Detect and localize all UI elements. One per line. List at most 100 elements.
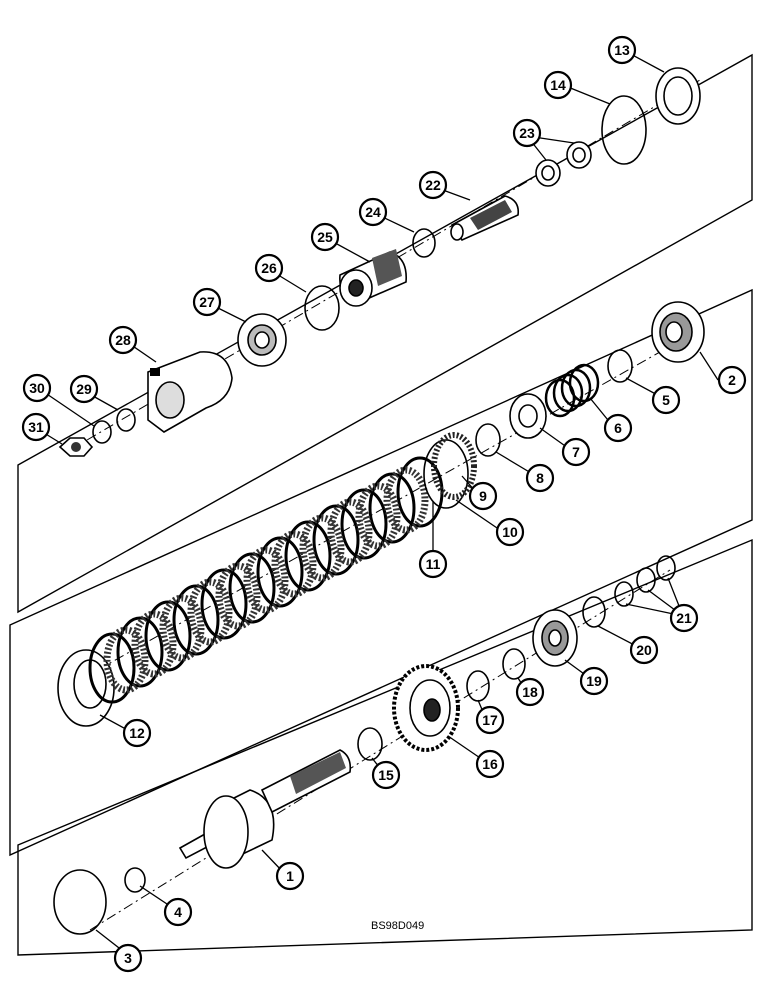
part-20-snap-ring	[582, 596, 606, 628]
callout-7: 7	[561, 437, 591, 467]
callout-label: 21	[676, 610, 692, 626]
part-25-gear	[339, 249, 407, 307]
callout-29: 29	[69, 374, 99, 404]
callout-label: 17	[482, 712, 498, 728]
callout-24: 24	[358, 197, 388, 227]
part-18-snap-ring	[502, 648, 526, 680]
callout-label: 27	[199, 294, 215, 310]
callout-17: 17	[475, 705, 505, 735]
lower-panel	[17, 538, 753, 956]
part-5-snap-ring	[607, 349, 633, 383]
part-19-bearing	[532, 609, 578, 667]
part-30-washer	[92, 420, 112, 444]
callout-label: 1	[286, 868, 294, 884]
callout-label: 9	[479, 488, 487, 504]
callout-label: 30	[29, 380, 45, 396]
part-21-shims	[614, 555, 676, 607]
middle-panel	[9, 288, 753, 857]
callout-1: 1	[275, 861, 305, 891]
part-23-bushing-a	[535, 159, 561, 187]
callout-3: 3	[113, 943, 143, 973]
figure-code: BS98D049	[371, 920, 424, 932]
part-8-snap-ring	[475, 423, 501, 457]
leader-lines	[35, 51, 719, 956]
part-4-snap-ring	[124, 867, 146, 893]
callout-label: 29	[76, 381, 92, 397]
callout-label: 13	[614, 42, 630, 58]
part-9-disc	[431, 432, 477, 500]
callout-label: 23	[519, 125, 535, 141]
callout-27: 27	[192, 287, 222, 317]
part-15-snap-ring	[357, 727, 383, 761]
callout-22: 22	[418, 170, 448, 200]
callout-15: 15	[371, 760, 401, 790]
callout-label: 26	[261, 260, 277, 276]
upper-panel	[17, 53, 753, 614]
callout-2: 2	[717, 365, 747, 395]
callout-label: 12	[129, 725, 145, 741]
part-6-spring	[544, 363, 600, 418]
part-26-snap-ring	[304, 285, 340, 331]
callout-4: 4	[163, 897, 193, 927]
callout-19: 19	[579, 666, 609, 696]
callout-13: 13	[607, 35, 637, 65]
callout-9: 9	[468, 481, 498, 511]
part-31-nut	[58, 437, 94, 457]
callout-10: 10	[495, 517, 525, 547]
callout-label: 25	[317, 229, 333, 245]
part-17-snap-ring	[466, 670, 490, 702]
callout-26: 26	[254, 253, 284, 283]
part-29-ring	[116, 408, 136, 432]
callout-18: 18	[515, 677, 545, 707]
lower-axis	[89, 569, 671, 931]
callout-label: 24	[365, 204, 381, 220]
part-11-clutch-pack	[88, 456, 444, 704]
part-14-snap-ring	[601, 95, 647, 165]
part-23-bushing-b	[566, 141, 592, 169]
callout-28: 28	[108, 325, 138, 355]
callout-25: 25	[310, 222, 340, 252]
part-2-bearing	[651, 301, 705, 363]
callout-label: 5	[662, 392, 670, 408]
callout-label: 20	[636, 642, 652, 658]
part-3-snap-ring	[53, 869, 107, 935]
callout-label: 15	[378, 767, 394, 783]
callout-11: 11	[418, 549, 448, 579]
callout-label: 14	[550, 77, 566, 93]
callout-label: 19	[586, 673, 602, 689]
callout-20: 20	[629, 635, 659, 665]
callout-label: 8	[536, 470, 544, 486]
callout-label: 22	[425, 177, 441, 193]
part-7-piston	[509, 393, 547, 439]
part-27-bearing	[237, 313, 287, 367]
part-13-bearing-cup	[655, 67, 701, 125]
callout-12: 12	[122, 718, 152, 748]
callout-label: 11	[426, 556, 441, 572]
callout-label: 16	[482, 756, 498, 772]
callout-label: 10	[502, 524, 518, 540]
callout-label: 7	[572, 444, 580, 460]
part-16-gear	[392, 664, 460, 752]
callout-label: 4	[174, 904, 182, 920]
callout-6: 6	[603, 413, 633, 443]
callout-23: 23	[512, 118, 542, 148]
part-10-plate	[423, 439, 469, 509]
callout-label: 31	[28, 419, 44, 435]
callout-label: 2	[728, 372, 736, 388]
callout-21: 21	[669, 603, 699, 633]
callout-14: 14	[543, 70, 573, 100]
callout-31: 31	[21, 412, 51, 442]
part-22-shaft	[450, 195, 520, 242]
callout-8: 8	[525, 463, 555, 493]
callout-label: 28	[115, 332, 131, 348]
callout-label: 6	[614, 420, 622, 436]
callout-30: 30	[22, 373, 52, 403]
callout-16: 16	[475, 749, 505, 779]
part-1-shaft-drum	[178, 749, 352, 869]
callout-5: 5	[651, 385, 681, 415]
callout-label: 3	[124, 950, 132, 966]
part-28-yoke	[147, 351, 233, 433]
callout-label: 18	[522, 684, 538, 700]
part-24-snap-ring	[412, 228, 436, 258]
